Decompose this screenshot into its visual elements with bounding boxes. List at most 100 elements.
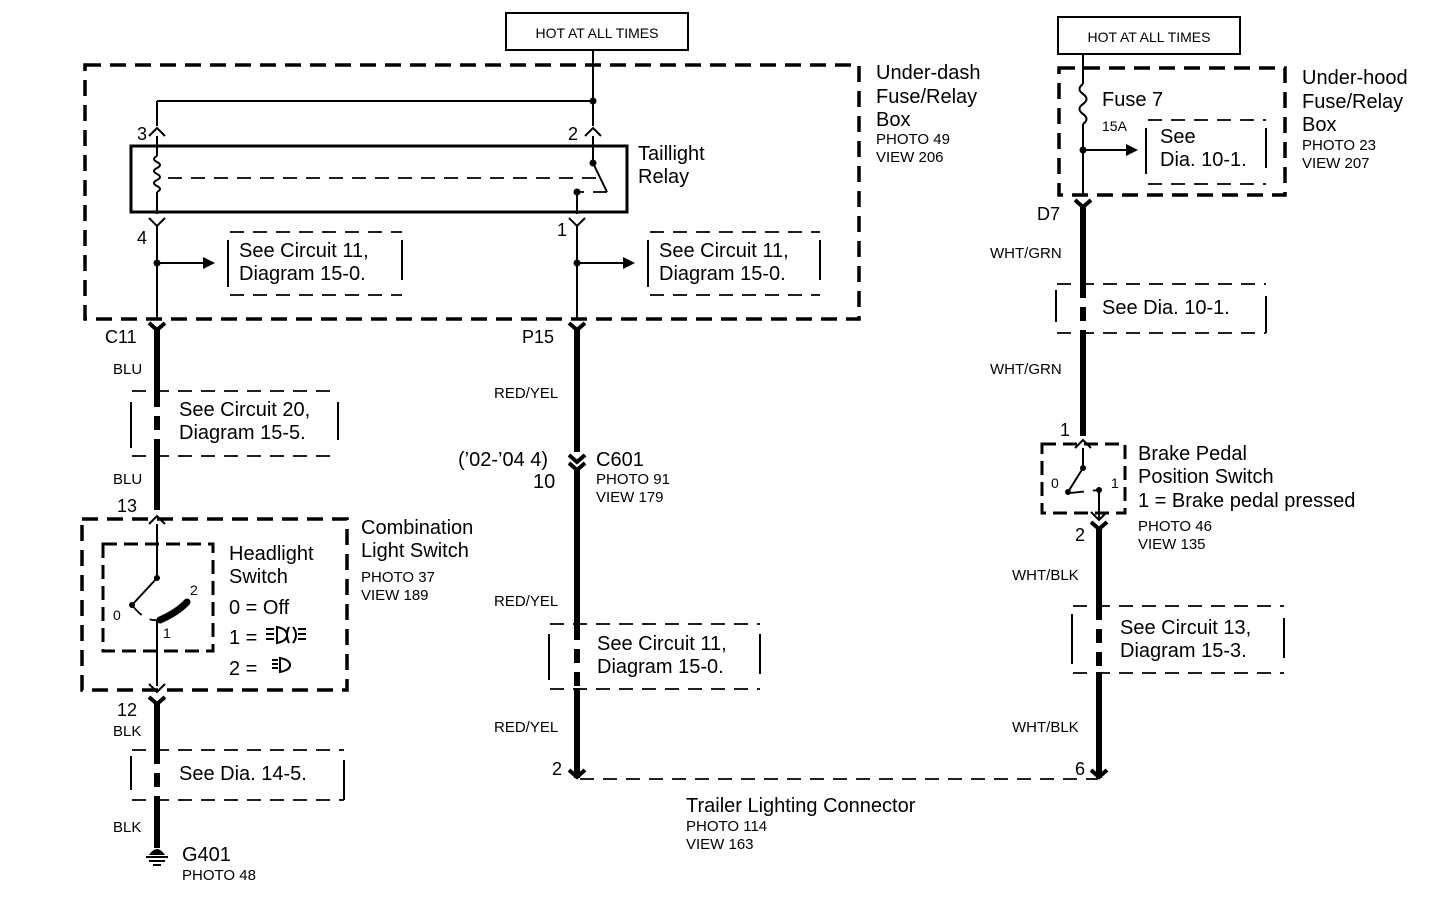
- blk-label-1: BLK: [113, 723, 141, 740]
- circuit20-ref-line1: See Circuit 20,: [179, 399, 310, 421]
- brake-switch-photo: PHOTO 46: [1138, 518, 1212, 535]
- hot-label-left-box: [505, 12, 689, 51]
- fuse7-rating: 15A: [1102, 118, 1128, 134]
- brake-switch-view: VIEW 135: [1138, 536, 1206, 553]
- circuit11-b-arrow-icon: [623, 257, 635, 269]
- circuit11-c-ref-line1: See Circuit 11,: [597, 633, 727, 655]
- underhood-box-name-2: Fuse/Relay: [1302, 91, 1403, 113]
- ground-photo: PHOTO 48: [182, 867, 256, 884]
- c601-view: VIEW 179: [596, 489, 664, 506]
- underdash-box-name-2: Fuse/Relay: [876, 86, 977, 108]
- brake-switch-travel: [1069, 489, 1100, 494]
- headlight-switch-arm: [131, 577, 158, 606]
- brake-pin1-connector-icon: [1074, 438, 1092, 449]
- brake-pin1-label: 1: [1060, 420, 1070, 440]
- c11-connector-icon: [147, 321, 167, 333]
- c601-photo: PHOTO 91: [596, 471, 670, 488]
- dia101-ref-box: [1057, 283, 1266, 334]
- underdash-fuse-relay-box: [83, 63, 861, 321]
- combo-pin12-label: 12: [117, 700, 137, 720]
- whtgrn-label-1: WHT/GRN: [990, 245, 1062, 262]
- headlight-switch-path-0-1: [131, 604, 159, 622]
- circuit11-c-ref-box: [550, 623, 760, 690]
- circuit11-c-ref-line2: Diagram 15-0.: [597, 656, 724, 678]
- whtblk-connector-icon: [1089, 520, 1109, 532]
- underhood-box-name-3: Box: [1302, 114, 1336, 136]
- relay-pin3-connector-icon: [148, 126, 166, 137]
- p15-label: P15: [522, 327, 554, 347]
- relay-pin2-label: 2: [568, 124, 578, 144]
- trailer-pin6-label: 6: [1075, 759, 1085, 779]
- brake-pedal-switch-box: [1040, 442, 1127, 515]
- relay-coil-icon: [153, 155, 161, 193]
- relay-pin3-label: 3: [137, 124, 147, 144]
- brake-switch-name-2: Position Switch: [1138, 466, 1274, 488]
- trailer-connector-photo: PHOTO 114: [686, 818, 767, 835]
- relay-pin4-connector-icon: [148, 217, 166, 228]
- headlight-switch-name-1: Headlight: [229, 543, 314, 565]
- fuse7-ref-box: [1148, 119, 1266, 185]
- ground-name: G401: [182, 844, 231, 866]
- feed-junction-dot: [589, 97, 597, 105]
- headlight-icon: [266, 625, 306, 645]
- relay-pin1-connector-icon: [568, 217, 586, 228]
- relay-pin1-label: 1: [557, 220, 567, 240]
- combo-pin12-connector-icon: [148, 683, 166, 694]
- headlight-pos2-label: 2 =: [229, 658, 257, 680]
- circuit20-ref-line2: Diagram 15-5.: [179, 422, 306, 444]
- dia145-ref: See Dia. 14-5.: [179, 763, 307, 785]
- trailer-connector-name: Trailer Lighting Connector: [686, 795, 916, 817]
- c601-connector-icon: [567, 453, 587, 473]
- blk-connector-icon: [147, 695, 167, 707]
- hot-label-right-box: [1057, 16, 1241, 55]
- brake-switch-name-1: Brake Pedal: [1138, 443, 1247, 465]
- blu-label-2: BLU: [113, 471, 142, 488]
- headlight-switch-contact-bar: [156, 598, 191, 624]
- brake-switch-arm: [1067, 467, 1084, 493]
- combo-switch-photo: PHOTO 37: [361, 569, 435, 586]
- taillight-relay-name-1: Taillight: [638, 143, 705, 165]
- headlight-mark-0: 0: [113, 607, 121, 623]
- underdash-box-name-1: Under-dash: [876, 62, 981, 84]
- p15-connector-icon: [567, 321, 587, 333]
- c601-label: C601: [596, 449, 644, 471]
- redyel-label-2: RED/YEL: [494, 593, 558, 610]
- taillight-relay-name-2: Relay: [638, 166, 689, 188]
- fuse7-ref-line2: Dia. 10-1.: [1160, 149, 1247, 171]
- relay-contact-arm: [592, 162, 608, 193]
- fuse7-ref-line1: See: [1160, 126, 1196, 148]
- trailer-connector-view: VIEW 163: [686, 836, 754, 853]
- combo-pin13-connector-icon: [148, 514, 166, 525]
- circuit11-b-ref-box: [650, 231, 820, 296]
- underdash-box-view: VIEW 206: [876, 149, 944, 166]
- relay-pin4-label: 4: [137, 228, 147, 248]
- whtblk-label-1: WHT/BLK: [1012, 567, 1079, 584]
- circuit11-b-ref-line1: See Circuit 11,: [659, 240, 789, 262]
- circuit11-b-ref-line2: Diagram 15-0.: [659, 263, 786, 285]
- fuse7-icon: [1078, 83, 1088, 125]
- headlight-pos0-label: 0 = Off: [229, 597, 290, 619]
- circuit13-ref-line2: Diagram 15-3.: [1120, 640, 1247, 662]
- d7-label: D7: [1037, 204, 1060, 224]
- underhood-box-photo: PHOTO 23: [1302, 137, 1376, 154]
- brake-pin2-label: 2: [1075, 525, 1085, 545]
- brake-mark-1: 1: [1111, 475, 1119, 491]
- combo-switch-name-1: Combination: [361, 517, 473, 539]
- circuit11-a-ref-line2: Diagram 15-0.: [239, 263, 366, 285]
- redyel-label-1: RED/YEL: [494, 385, 558, 402]
- trailer-pin6-connector-icon: [1089, 768, 1109, 780]
- circuit11-a-arrow-icon: [203, 257, 215, 269]
- underhood-box-view: VIEW 207: [1302, 155, 1370, 172]
- ground-icon: [146, 849, 168, 866]
- headlight-mark-1: 1: [163, 625, 171, 641]
- circuit11-a-ref-box: [230, 231, 402, 296]
- taillight-relay-body: [129, 144, 629, 214]
- underdash-box-name-3: Box: [876, 109, 910, 131]
- hot-label-right: HOT AT ALL TIMES: [1088, 29, 1211, 45]
- circuit20-ref-box: [132, 390, 338, 457]
- blu-label-1: BLU: [113, 361, 142, 378]
- headlight-mark-2: 2: [190, 582, 198, 598]
- blk-label-2: BLK: [113, 819, 141, 836]
- underdash-box-photo: PHOTO 49: [876, 131, 950, 148]
